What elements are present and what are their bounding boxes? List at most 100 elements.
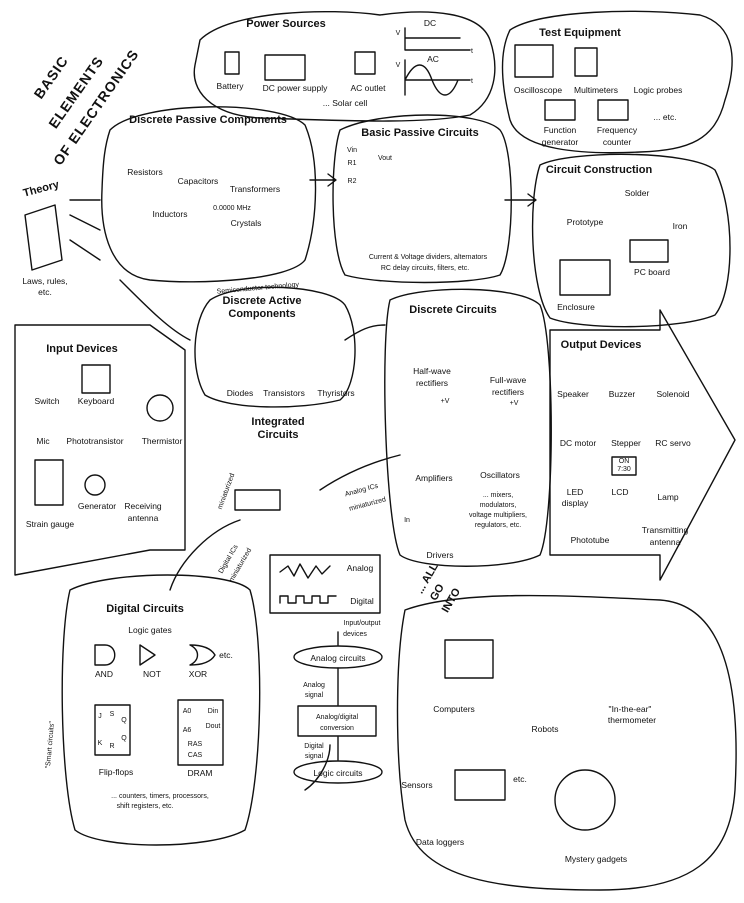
label-active_components-heading2: Components	[228, 308, 295, 320]
label-discrete_circuits-plus_v: +V	[441, 398, 450, 405]
label-basic_passive-r1: R1	[348, 160, 357, 167]
label-passive_components-items-2: Transformers	[230, 184, 280, 194]
label-theory-laws: Laws, rules,	[22, 276, 67, 286]
label-output_devices-items-6: LED	[567, 487, 584, 497]
label-output_devices-items-2: Solenoid	[656, 389, 689, 399]
label-active_components-items-1: Transistors	[263, 388, 305, 398]
dc-supply-icon	[264, 54, 306, 81]
analog-wave	[279, 563, 331, 579]
label-digital_circuits-ff_pins-3: K	[98, 740, 103, 747]
label-output_devices-items-8: LCD	[611, 487, 628, 497]
applications-region	[396, 594, 737, 891]
arrow-semiconductor	[119, 279, 191, 341]
label-center-conversion-1: conversion	[320, 725, 354, 732]
digital-wave	[279, 595, 337, 604]
label-digital_circuits-dram_pins-5: CAS	[188, 752, 203, 759]
keyboard-icon	[81, 364, 111, 394]
basic-passive-region	[332, 114, 512, 284]
label-digital_circuits-dram_pins-0: A0	[183, 708, 192, 715]
label-input_devices-heading: Input Devices	[46, 343, 118, 355]
conversion-box	[297, 705, 377, 737]
label-applications-items-5: etc.	[513, 774, 527, 784]
label-digital_circuits-ff_pins-5: Q	[121, 735, 127, 742]
thermistor-icon	[146, 394, 174, 422]
label-active_components-items-2: Thyristors	[317, 388, 354, 398]
label-power_sources-t: t	[471, 78, 473, 85]
label-construction-heading: Circuit Construction	[546, 164, 653, 176]
label-construction-items-0: Solder	[625, 188, 650, 198]
label-digital_circuits-gates-0: AND	[95, 669, 113, 679]
label-input_devices-items-3: Phototransistor	[66, 436, 123, 446]
label-applications-items-7: Mystery gadgets	[565, 854, 627, 864]
label-output_devices-items-0: Speaker	[557, 389, 589, 399]
label-input_devices-items-1: Keyboard	[78, 396, 115, 406]
arrow-analog-ics	[319, 454, 401, 491]
label-applications-items-4: Sensors	[401, 780, 432, 790]
label-discrete_circuits-items-6: Drivers	[427, 550, 454, 560]
label-passive_components-items-1: Capacitors	[178, 176, 219, 186]
construction-region	[531, 153, 731, 328]
multimeter-icon	[574, 47, 598, 77]
label-input_devices-items-0: Switch	[34, 396, 59, 406]
data-logger-icon	[454, 769, 506, 801]
label-input_devices-items-6: Generator	[78, 501, 116, 511]
label-discrete_circuits-items-0: Half-wave	[413, 366, 451, 376]
xor-gate-icon	[189, 644, 216, 666]
label-theory-heading: Theory	[22, 178, 61, 199]
label-passive_components-items-3: Inductors	[153, 209, 188, 219]
label-digital_circuits-gates-1: NOT	[143, 669, 161, 679]
frequency-counter-icon	[597, 99, 629, 121]
label-integrated-analog_mini: miniaturized	[348, 496, 386, 513]
arrow-passive-to-basic	[309, 173, 337, 187]
label-input_devices-items-8: antenna	[128, 513, 159, 523]
label-output_devices-items-7: display	[562, 498, 589, 508]
label-power_sources-dc: DC	[424, 18, 436, 28]
label-input_devices-items-7: Receiving	[124, 501, 162, 511]
ic-chip-icon	[234, 489, 281, 511]
label-passive_components-items-4: Crystals	[231, 218, 262, 228]
label-output_devices-items-9: Lamp	[657, 492, 679, 502]
label-power_sources-ac: AC	[427, 54, 439, 64]
arrow-basic-to-construction	[504, 193, 537, 207]
output-devices-region	[549, 309, 736, 581]
digital-circuits-region	[61, 574, 261, 846]
label-construction-items-3: PC board	[634, 267, 670, 277]
arrow-center-down	[304, 744, 331, 791]
label-basic_passive-caption2: RC delay circuits, filters, etc.	[381, 265, 469, 272]
label-test_equipment-items-0: Oscilloscope	[514, 85, 562, 95]
signal-box	[269, 554, 381, 614]
label-applications-items-2: "In-the-ear"	[609, 704, 652, 714]
label-test_equipment-items-2: Logic probes	[634, 85, 683, 95]
pcb-icon	[629, 239, 669, 263]
strain-gauge-icon	[34, 459, 64, 506]
arrow-digital-ics	[169, 519, 241, 591]
label-output_devices-items-4: Stepper	[611, 438, 641, 448]
label-applications-items-1: Robots	[532, 724, 559, 734]
label-power_sources-heading: Power Sources	[246, 18, 325, 30]
generator-icon	[84, 474, 106, 496]
label-discrete_circuits-items-3: rectifiers	[492, 387, 524, 397]
label-test_equipment-items-3: Function	[544, 125, 577, 135]
label-applications-items-3: thermometer	[608, 715, 656, 725]
label-digital_circuits-more-1: shift registers, etc.	[117, 803, 174, 810]
label-digital_circuits-heading: Digital Circuits	[106, 603, 184, 615]
dram-icon	[177, 699, 224, 766]
function-generator-icon	[544, 99, 576, 121]
label-discrete_circuits-items-5: Oscillators	[480, 470, 520, 480]
label-center-digital_signal-1: signal	[305, 753, 324, 760]
enclosure-icon	[559, 259, 611, 296]
label-output_devices-items-12: antenna	[650, 537, 681, 547]
label-power_sources-items-0: Battery	[217, 81, 245, 91]
label-digital_circuits-ff_pins-1: S	[110, 711, 115, 718]
label-center-digital_signal-0: Digital	[304, 743, 324, 750]
label-test_equipment-items-4: generator	[542, 137, 579, 147]
oscilloscope-icon	[514, 44, 554, 78]
label-theory-etc: etc.	[38, 287, 52, 297]
arrow-active-to-discrete	[344, 324, 386, 341]
label-test_equipment-items-6: counter	[603, 137, 632, 147]
label-digital_circuits-more-0: ... counters, timers, processors,	[111, 793, 209, 800]
label-input_devices-items-4: Thermistor	[142, 436, 183, 446]
computer-icon	[444, 639, 494, 679]
lcd-icon	[611, 456, 637, 476]
arrow-theory	[69, 199, 101, 261]
